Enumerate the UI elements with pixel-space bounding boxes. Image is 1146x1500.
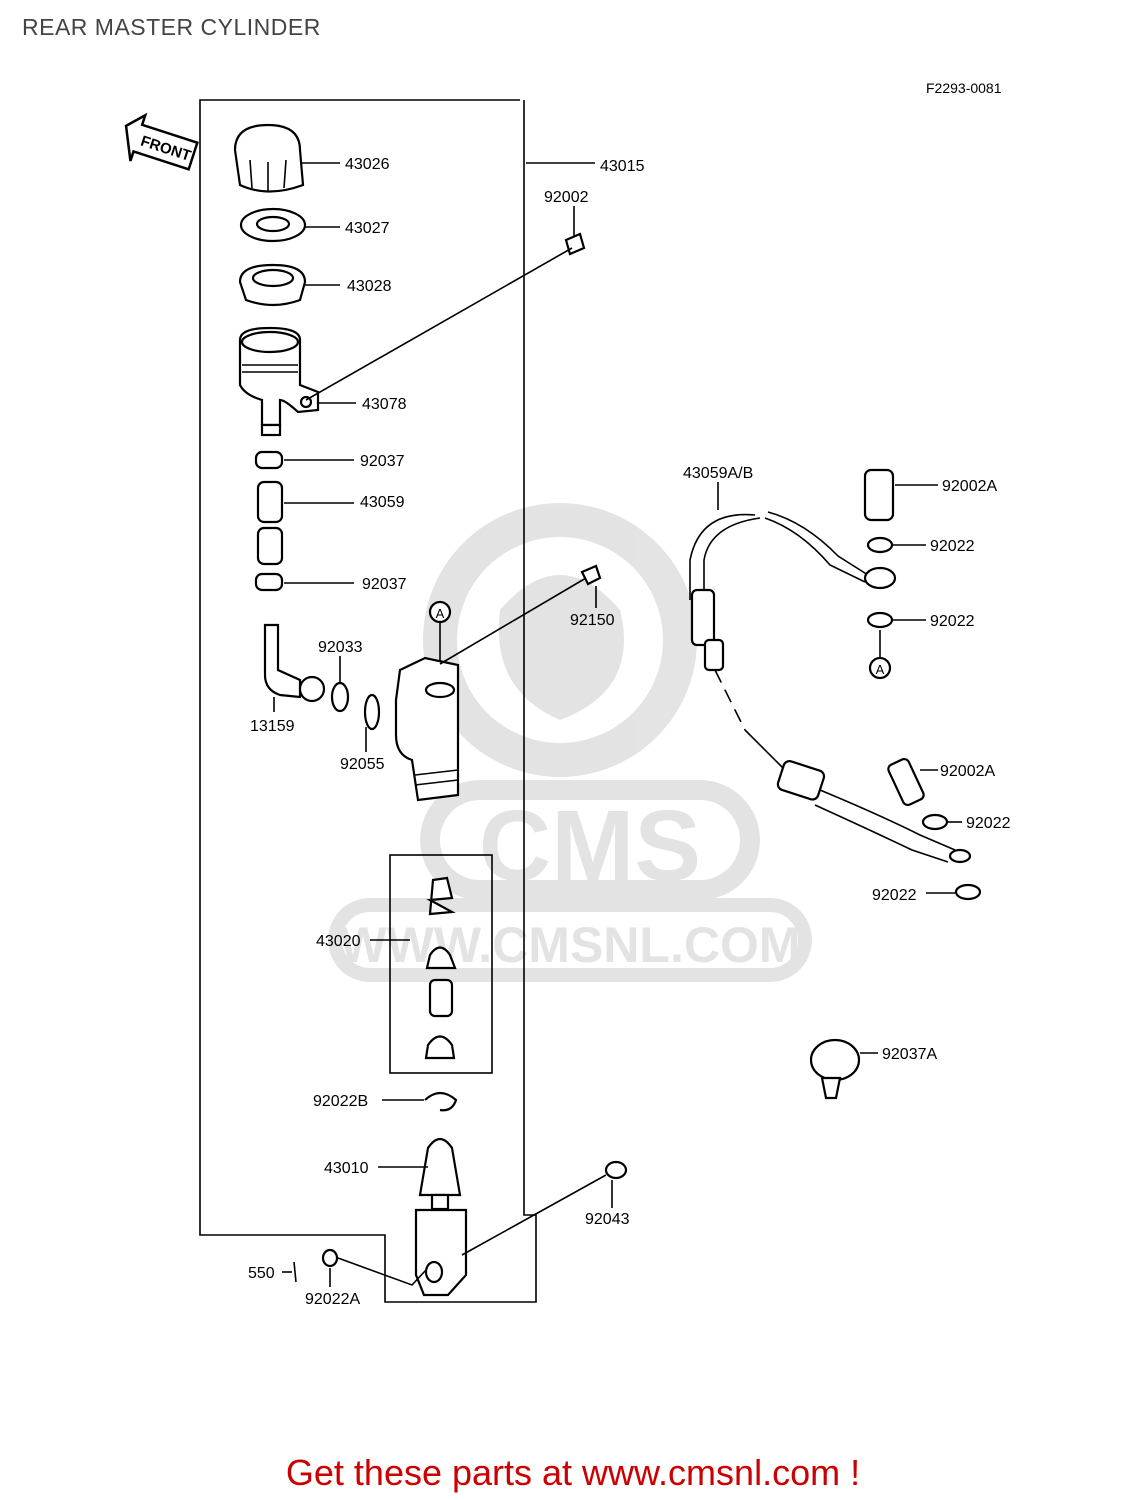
part-reservoir-cap xyxy=(233,123,305,193)
parts-diagram: CMS WWW.CMSNL.COM F2293-0081 FRONT xyxy=(124,80,1011,1308)
front-arrow: FRONT xyxy=(124,112,199,171)
label-92002A-lower: 92002A xyxy=(940,763,995,780)
part-circlip-92033 xyxy=(330,681,350,713)
part-circlip-92022B xyxy=(424,1091,458,1112)
part-washer-92022A xyxy=(321,1248,339,1268)
part-pushrod xyxy=(414,1137,468,1297)
part-hose-clamp-lower xyxy=(254,572,284,592)
label-92055: 92055 xyxy=(340,756,385,773)
label-92033: 92033 xyxy=(318,639,363,656)
assembly-frame-43015 xyxy=(199,99,537,1303)
watermark-brand: CMS xyxy=(479,790,701,902)
label-92022B: 92022B xyxy=(313,1093,368,1110)
label-92022A: 92022A xyxy=(305,1291,360,1308)
label-43078: 43078 xyxy=(362,396,407,413)
ref-marker-a-1: A xyxy=(436,606,445,621)
part-cotter-pin xyxy=(293,1261,297,1283)
part-reservoir-hose-lower xyxy=(256,526,284,566)
label-92043: 92043 xyxy=(585,1211,630,1228)
label-43028: 43028 xyxy=(347,278,392,295)
part-washer-upper-1 xyxy=(866,536,894,554)
label-92022-upper-1: 92022 xyxy=(930,538,975,555)
part-brake-hose xyxy=(689,511,972,864)
label-43059: 43059 xyxy=(360,494,405,511)
part-reservoir xyxy=(238,326,320,437)
label-13159: 13159 xyxy=(250,718,295,735)
label-92002: 92002 xyxy=(544,189,589,206)
label-92037A: 92037A xyxy=(882,1046,937,1063)
label-43015: 43015 xyxy=(600,158,645,175)
part-bolt-92002 xyxy=(305,232,586,401)
part-washer-upper-2 xyxy=(866,611,894,629)
watermark-url: WWW.CMSNL.COM xyxy=(339,917,800,973)
label-92150: 92150 xyxy=(570,612,615,629)
part-hose-clamp-92037A xyxy=(809,1038,861,1100)
leader-lines xyxy=(273,162,962,1287)
part-union-bolt-lower xyxy=(887,757,925,807)
part-hose-clamp-upper xyxy=(254,450,284,470)
label-43059AB: 43059A/B xyxy=(683,465,753,482)
watermark-logo: CMS WWW.CMSNL.COM xyxy=(328,503,812,982)
part-diaphragm-plate xyxy=(239,207,307,243)
label-43026: 43026 xyxy=(345,156,390,173)
part-washer-lower-1 xyxy=(921,813,949,831)
ref-marker-a-2: A xyxy=(876,662,885,677)
part-diaphragm xyxy=(238,263,307,307)
label-550: 550 xyxy=(248,1265,275,1282)
label-43020: 43020 xyxy=(316,933,361,950)
part-spring xyxy=(426,876,456,916)
part-primary-cup xyxy=(425,946,457,970)
page-title: REAR MASTER CYLINDER xyxy=(22,14,321,40)
part-master-cylinder-body xyxy=(394,656,460,802)
label-92022-upper-2: 92022 xyxy=(930,613,975,630)
part-piston xyxy=(428,978,454,1018)
figure-code: F2293-0081 xyxy=(926,80,1002,96)
part-reservoir-hose xyxy=(256,480,284,524)
part-pin-92043 xyxy=(461,1160,628,1256)
label-43010: 43010 xyxy=(324,1160,369,1177)
part-secondary-cup xyxy=(424,1035,456,1060)
label-43027: 43027 xyxy=(345,220,390,237)
kit-frame-43020 xyxy=(389,854,493,1074)
part-bolt-92150 xyxy=(439,564,602,665)
label-92037-lower: 92037 xyxy=(362,576,407,593)
part-washer-lower-2 xyxy=(954,883,982,901)
part-union-bolt-upper xyxy=(863,468,895,522)
label-92037-upper: 92037 xyxy=(360,453,405,470)
part-o-ring xyxy=(363,693,381,731)
label-92002A-upper: 92002A xyxy=(942,478,997,495)
cta-link[interactable]: Get these parts at www.cmsnl.com ! xyxy=(285,1452,861,1493)
label-92022-lower-2: 92022 xyxy=(872,887,917,904)
label-92022-lower-1: 92022 xyxy=(966,815,1011,832)
part-elbow-fitting xyxy=(263,623,326,703)
